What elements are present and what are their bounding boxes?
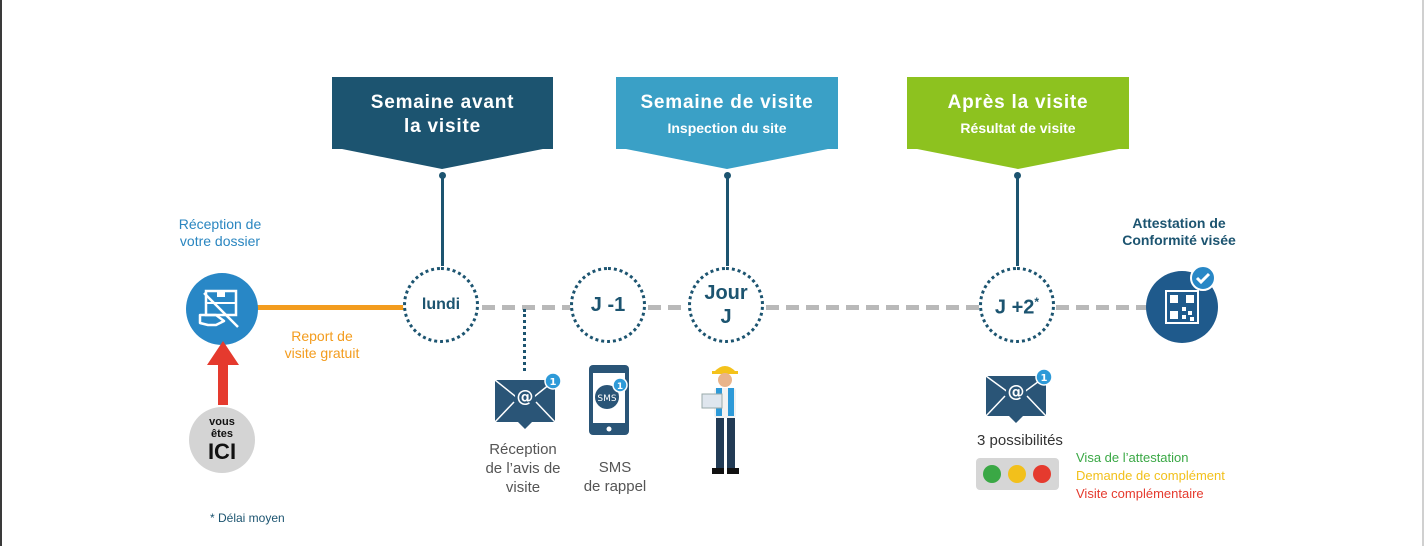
- timeline-dashed-segment-4: [1056, 305, 1148, 310]
- step-monday: lundi: [403, 267, 479, 343]
- report-visite-label: Report de visite gratuit: [262, 328, 382, 362]
- dossier-reception-step: [186, 273, 258, 345]
- check-badge-icon: [1190, 265, 1216, 291]
- attestation-label: Attestation de Conformité visée: [1104, 215, 1254, 249]
- sms-rappel-label-line1: SMS: [598, 459, 632, 476]
- connector-dot-jour-j: [724, 172, 731, 179]
- result-options-list: Visa de l’attestation Demande de complém…: [1076, 449, 1225, 503]
- you-are-here-line1: vous: [209, 416, 235, 428]
- yellow-light: [1008, 465, 1026, 483]
- banner-week-before-line2: la visite: [404, 116, 481, 137]
- option-extra-visit: Visite complémentaire: [1076, 486, 1204, 501]
- step-j-plus-2: J +2*: [979, 267, 1055, 343]
- right-frame-border: [1422, 0, 1424, 546]
- reception-dossier-label-line2: votre dossier: [179, 233, 261, 249]
- reception-dossier-label-line1: Réception de: [178, 216, 262, 232]
- timeline-dashed-segment-3: [766, 305, 981, 310]
- step-jour-j: Jour J: [688, 267, 764, 343]
- timeline-dashed-segment-1: [482, 305, 572, 310]
- banner-after-visit-subtitle: Résultat de visite: [960, 120, 1076, 136]
- red-light: [1033, 465, 1051, 483]
- step-j-minus-1-label: J -1: [590, 294, 626, 316]
- step-j-plus-2-label: J +2*: [995, 290, 1039, 320]
- three-options-label: 3 possibilités: [977, 432, 1063, 449]
- you-are-here-line2: êtes: [210, 428, 234, 440]
- banner-visit-week-subtitle: Inspection du site: [667, 120, 787, 136]
- inspector-icon: [701, 366, 739, 474]
- report-visite-label-line2: visite gratuit: [284, 345, 360, 361]
- avis-visite-label-line2: de l’avis de: [485, 460, 561, 477]
- document-hand-icon: [198, 289, 239, 328]
- traffic-light-icon: [976, 458, 1059, 490]
- result-email-badge-count: 1: [1041, 373, 1048, 384]
- step-j-plus-2-asterisk: *: [1034, 295, 1040, 310]
- option-complement: Demande de complément: [1076, 468, 1225, 483]
- footnote: * Délai moyen: [210, 511, 285, 525]
- step-j-plus-2-text: J +2: [994, 296, 1035, 319]
- smartphone-sms-icon: SMS 1: [589, 365, 629, 435]
- result-email-icon: @ 1: [985, 368, 1053, 423]
- connector-dot-monday: [439, 172, 446, 179]
- timeline-dashed-segment-2: [648, 305, 690, 310]
- banner-after-visit-title: Après la visite: [947, 92, 1089, 113]
- avis-visite-label: Réception de l’avis de visite: [472, 440, 574, 497]
- email-icon: @ 1: [494, 372, 562, 429]
- reception-dossier-label: Réception de votre dossier: [160, 216, 280, 250]
- banner-visit-week-title: Semaine de visite: [640, 92, 814, 113]
- email-at-symbol: @: [517, 387, 534, 407]
- connector-line-monday: [441, 178, 444, 266]
- connector-email: [523, 309, 526, 371]
- left-frame-border: [0, 0, 2, 546]
- step-jour-j-line1: Jour: [704, 282, 748, 304]
- timeline-orange-segment: [255, 305, 405, 310]
- sms-bubble-text: SMS: [597, 394, 616, 404]
- result-email-at-symbol: @: [1008, 382, 1025, 402]
- connector-dot-j-plus-2: [1014, 172, 1021, 179]
- you-are-here-line3: ICI: [207, 439, 237, 464]
- step-j-minus-1: J -1: [570, 267, 646, 343]
- connector-line-j-plus-2: [1016, 178, 1019, 266]
- banner-visit-week: Semaine de visite Inspection du site: [616, 77, 838, 169]
- sms-rappel-label-line2: de rappel: [583, 478, 647, 495]
- banner-week-before-line1: Semaine avant: [370, 92, 515, 113]
- avis-visite-label-line1: Réception: [489, 441, 557, 458]
- banner-after-visit: Après la visite Résultat de visite: [907, 77, 1129, 169]
- banner-week-before: Semaine avant la visite: [332, 77, 553, 169]
- email-badge-count: 1: [550, 377, 557, 388]
- report-visite-label-line1: Report de: [291, 328, 353, 344]
- attestation-label-line1: Attestation de: [1132, 215, 1226, 231]
- option-visa: Visa de l’attestation: [1076, 450, 1189, 465]
- avis-visite-label-line3: visite: [505, 479, 541, 496]
- green-light: [983, 465, 1001, 483]
- sms-badge-count: 1: [617, 382, 623, 392]
- attestation-label-line2: Conformité visée: [1122, 232, 1236, 248]
- sms-rappel-label: SMS de rappel: [565, 458, 665, 496]
- arrow-up-icon: [207, 341, 239, 405]
- step-jour-j-line2: J: [720, 306, 732, 328]
- connector-line-jour-j: [726, 178, 729, 266]
- you-are-here-badge: vous êtes ICI: [189, 407, 255, 473]
- step-monday-label: lundi: [421, 296, 461, 313]
- qr-code-check-icon: [1165, 290, 1199, 324]
